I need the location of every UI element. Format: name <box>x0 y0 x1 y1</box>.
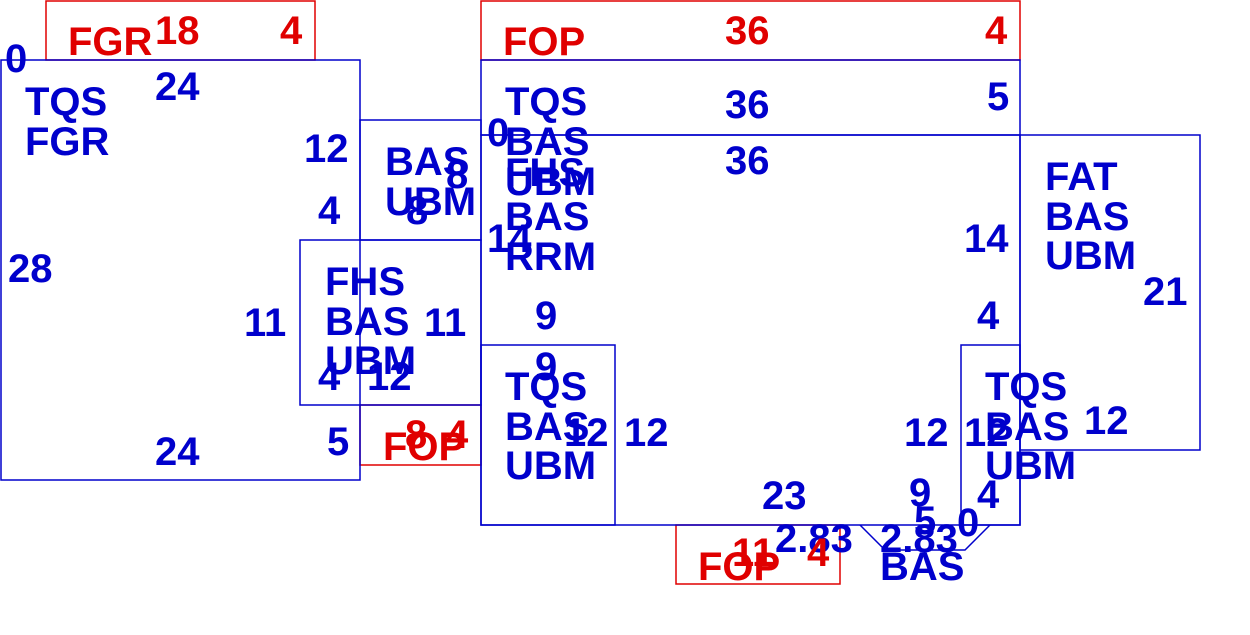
tqs-lower-right-bottom: 4 <box>977 473 1000 517</box>
bas-bottom-right: 2.83 <box>880 517 958 561</box>
fop-top-num: 4 <box>985 9 1008 53</box>
tqs-lower-right-line2: BAS <box>985 405 1069 449</box>
fhs-line1: FHS <box>325 260 405 304</box>
fop-top-value: 36 <box>725 9 770 53</box>
tqs-lower-left-line1: TQS <box>505 365 587 409</box>
fgr-top-name: FGR <box>68 20 153 64</box>
tqs-left-box <box>0 59 361 481</box>
tqs-lower-right-left-outer: 12 <box>904 411 949 455</box>
core-mid: 9 <box>535 294 557 338</box>
core-line4: BAS <box>505 195 589 239</box>
fhs-bottom-right: 12 <box>367 355 412 399</box>
tqs-left-bottom: 24 <box>155 430 200 474</box>
core-line2: FHS <box>505 151 585 195</box>
core-right-side: 14 <box>964 217 1009 261</box>
tqs-lower-right-left-inner: 12 <box>964 411 1009 455</box>
fgr-top-value: 18 <box>155 9 200 53</box>
blue-labels: 0 TQS FGR 24 12 4 28 11 5 24 BAS UBM 8 8… <box>5 37 1188 589</box>
tqs-left-right-bottom: 5 <box>327 420 349 464</box>
tqs-left-top: 24 <box>155 65 200 109</box>
fgr-top-num: 4 <box>280 9 303 53</box>
core-line5: RRM <box>505 235 596 279</box>
fat-line1: FAT <box>1045 155 1118 199</box>
fop-bottom-num: 4 <box>807 531 830 575</box>
bottom-center-num4: 0 <box>957 501 979 545</box>
core-left-side: 14 <box>487 217 532 261</box>
tqs-top-name: TQS <box>505 80 587 124</box>
bas-ubm-mid-line2: UBM <box>385 180 476 224</box>
core-right-low: 4 <box>977 294 1000 338</box>
bas-ubm-mid-line1: BAS <box>385 140 469 184</box>
bas-ubm-mid-b: 8 <box>406 189 428 233</box>
tqs-left-left: 28 <box>8 247 53 291</box>
blue-outlines <box>0 59 1201 551</box>
fhs-line2: BAS <box>325 300 409 344</box>
bas-ubm-mid-a: 8 <box>446 153 468 197</box>
fat-num: 21 <box>1143 270 1188 314</box>
red-labels: FGR 18 4 FOP 36 4 FOP 8 4 FOP 11 4 <box>68 9 1008 589</box>
core-line3: UBM <box>505 160 596 204</box>
core-corner: 0 <box>487 111 509 155</box>
tqs-top-num: 5 <box>987 75 1009 119</box>
tqs-lower-left-outer: 12 <box>624 411 669 455</box>
tqs-left-right-top: 12 <box>304 127 349 171</box>
tqs-lower-left-line2: BAS <box>505 405 589 449</box>
tqs-lower-right-line1: TQS <box>985 365 1067 409</box>
tqs-left-corner: 0 <box>5 37 27 81</box>
tqs-left-line2: FGR <box>25 120 110 164</box>
bottom-center-num: 23 <box>762 474 807 518</box>
bottom-center-num3: 5 <box>914 499 936 543</box>
fhs-bottom-left: 4 <box>318 355 341 399</box>
fop-small-num: 4 <box>446 413 469 457</box>
tqs-lower-right-right: 12 <box>1084 399 1129 443</box>
tqs-lower-left-box <box>480 344 616 526</box>
tqs-top-inner: 36 <box>725 139 770 183</box>
fhs-line3: UBM <box>325 339 416 383</box>
fop-top-name: FOP <box>503 20 585 64</box>
fat-line2: BAS <box>1045 195 1129 239</box>
tqs-left-line1: TQS <box>25 80 107 124</box>
fop-small-name: FOP <box>383 425 465 469</box>
bas-bottom-name: BAS <box>880 545 964 589</box>
tqs-top-value: 36 <box>725 83 770 127</box>
fop-bottom-value: 11 <box>732 531 774 575</box>
fhs-right: 11 <box>424 301 466 345</box>
fat-line3: UBM <box>1045 234 1136 278</box>
tqs-lower-left-inner: 12 <box>564 411 609 455</box>
fop-small-value: 8 <box>405 413 427 457</box>
core-line1: BAS <box>505 120 589 164</box>
tqs-left-right-low: 11 <box>244 301 286 345</box>
tqs-left-right-mid: 4 <box>318 189 341 233</box>
fat-box <box>1019 134 1201 451</box>
bottom-center-num2: 9 <box>909 471 931 515</box>
tqs-lower-left-line3: UBM <box>505 444 596 488</box>
bas-bottom-outline <box>859 524 991 551</box>
bas-bottom-left: 2.83 <box>775 517 853 561</box>
tqs-lower-right-line3: UBM <box>985 444 1076 488</box>
core-mid-low: 9 <box>535 345 557 389</box>
fop-bottom-name: FOP <box>698 545 780 589</box>
